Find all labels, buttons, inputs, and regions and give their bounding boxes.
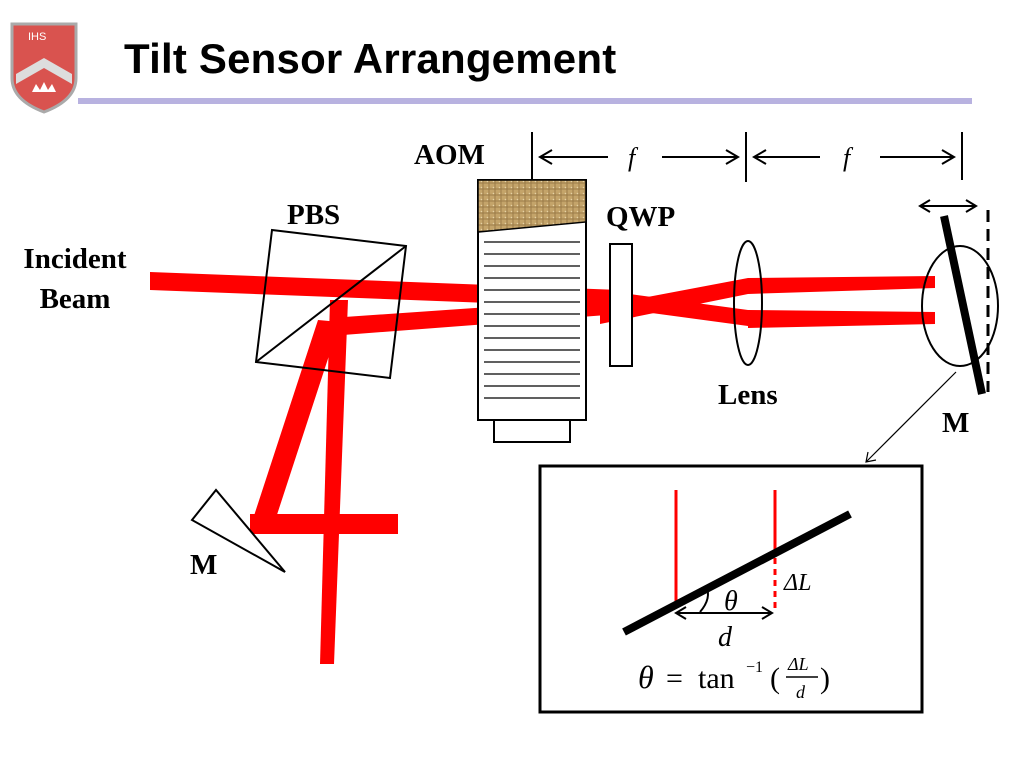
eq-den: d: [796, 682, 806, 702]
logo-text: IHS: [28, 31, 46, 43]
focal-dimensions: [531, 132, 963, 182]
eq-exp: −1: [746, 659, 763, 676]
slide-title: Tilt Sensor Arrangement: [124, 35, 617, 82]
label-lens: Lens: [718, 379, 778, 411]
eq-tan: tan: [698, 662, 735, 695]
mirror-spot-ellipse: [921, 245, 999, 367]
ihs-logo: IHS: [10, 22, 78, 114]
label-pbs: PBS: [287, 199, 340, 231]
inset-angle-arc: [699, 585, 709, 613]
eq-open: (: [770, 662, 780, 695]
pbs-cube: [254, 228, 408, 380]
label-mirror-left: M: [190, 549, 217, 581]
label-mirror-right: M: [942, 407, 969, 439]
pbs-diagonal: [255, 245, 407, 363]
beam-down-left: [250, 320, 340, 530]
inset-d-arrow: [674, 606, 774, 620]
eq-num: ΔL: [787, 654, 809, 674]
aom-transducer: [477, 179, 587, 233]
eq-theta: θ: [638, 659, 654, 695]
label-incident-line2: Beam: [40, 283, 111, 315]
label-qwp: QWP: [606, 201, 675, 233]
tilt-equation: θ = tan −1 ( ΔL d ): [638, 654, 830, 702]
inset-theta: θ: [724, 586, 738, 617]
logo-crown-icon: [32, 82, 56, 92]
beam-lens-to-mirror-upper: [748, 276, 935, 294]
inset-delta-l: ΔL: [783, 570, 811, 596]
focal-label-1: f: [628, 143, 639, 172]
aom-acoustic-lines: [484, 241, 580, 399]
inset-frame: [538, 464, 924, 714]
left-mirror-wedge: [190, 488, 286, 573]
inset-d: d: [718, 622, 733, 653]
beam-lens-to-mirror-lower: [748, 310, 935, 328]
aom: [477, 179, 587, 443]
label-aom: AOM: [414, 139, 485, 171]
inset-box: [538, 464, 924, 714]
title-rule: [78, 98, 972, 104]
eq-close: ): [820, 662, 830, 695]
pbs-outline: [254, 228, 408, 380]
beam-aom-to-lens-lower: [600, 290, 748, 326]
right-mirror: [918, 199, 999, 395]
beam-down-right: [320, 300, 348, 664]
eq-equals: =: [666, 662, 683, 695]
tilt-double-arrow-icon: [918, 199, 978, 213]
inset-mirror: [622, 510, 852, 636]
aom-base: [493, 419, 571, 443]
lens: [733, 240, 763, 366]
logo-chevron: [16, 58, 72, 84]
inset-pointer: [865, 371, 957, 463]
qwp-plate: [609, 243, 633, 367]
label-incident-line1: Incident: [23, 243, 126, 275]
mirror-surface: [940, 215, 986, 395]
focal-label-2: f: [843, 143, 854, 172]
